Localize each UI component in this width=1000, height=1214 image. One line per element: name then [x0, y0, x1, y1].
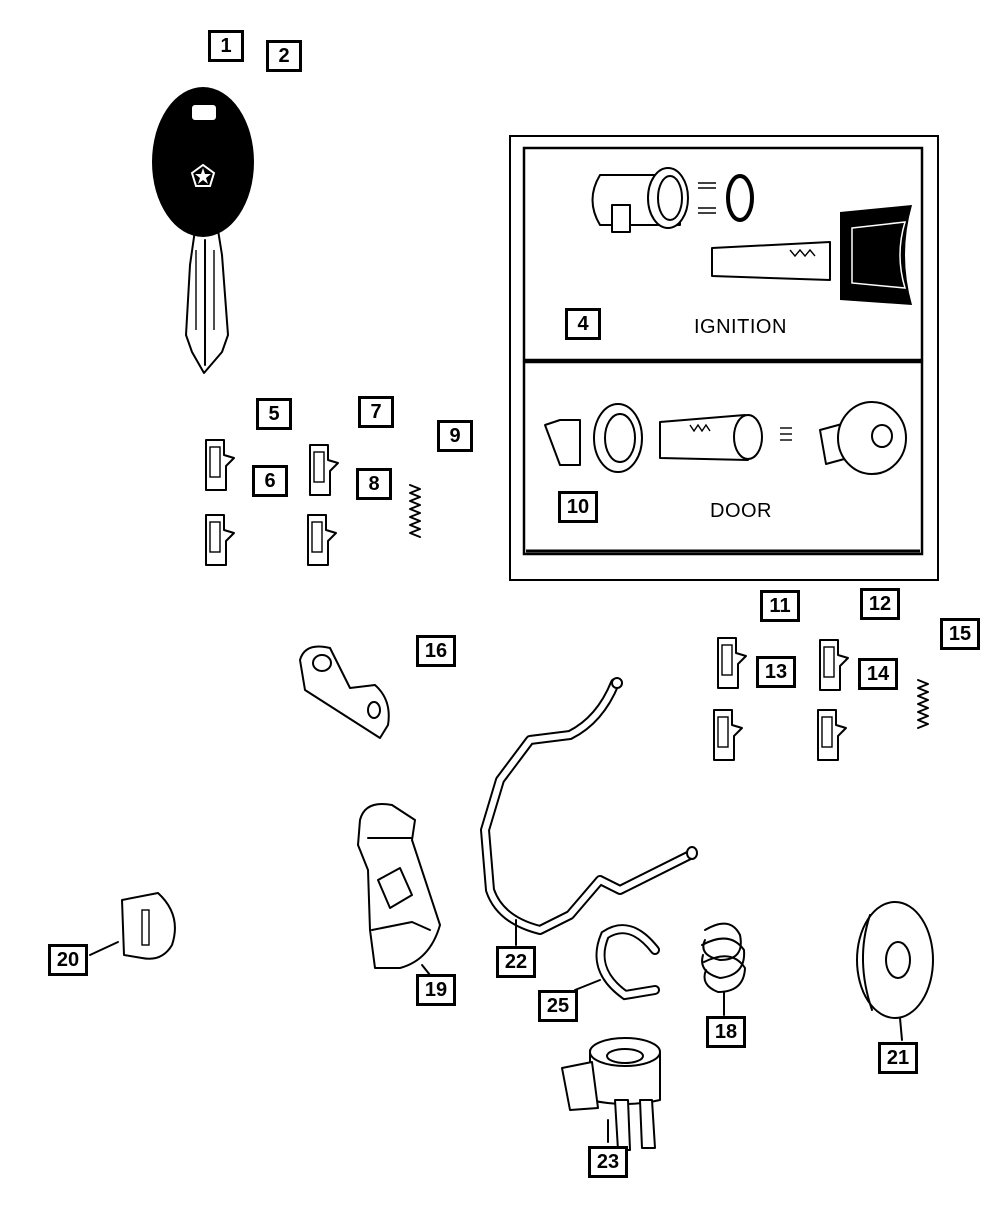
- retaining-clip-illustration: [574, 924, 660, 1001]
- callout-8: 8: [356, 468, 392, 500]
- ignition-cylinder-illustration: [591, 167, 912, 305]
- callout-19: 19: [416, 974, 456, 1006]
- callout-4: 4: [565, 308, 601, 340]
- housing-illustration: [357, 803, 441, 976]
- door-caption: DOOR: [710, 500, 772, 522]
- callout-21: 21: [878, 1042, 918, 1074]
- callout-20: 20: [48, 944, 88, 976]
- callout-22: 22: [496, 946, 536, 978]
- link-rod-illustration: [480, 677, 698, 946]
- spring-illustration: [701, 922, 746, 1016]
- callout-18: 18: [706, 1016, 746, 1048]
- callout-23: 23: [588, 1146, 628, 1178]
- door-cylinder-illustration: [544, 401, 907, 475]
- callout-13: 13: [756, 656, 796, 688]
- callout-16: 16: [416, 635, 456, 667]
- bezel-illustration: [856, 901, 934, 1041]
- door-panel: [522, 360, 924, 556]
- callout-6: 6: [252, 465, 288, 497]
- retainer-plate-illustration: [299, 645, 390, 739]
- callout-15: 15: [940, 618, 980, 650]
- callout-2: 2: [266, 40, 302, 72]
- ignition-caption: IGNITION: [694, 316, 787, 338]
- callout-25: 25: [538, 990, 578, 1022]
- callout-10: 10: [558, 491, 598, 523]
- callout-14: 14: [858, 658, 898, 690]
- end-cap-illustration: [89, 892, 176, 960]
- tumbler-set-right: [713, 637, 929, 761]
- tumbler-set-left: [205, 439, 421, 566]
- callout-12: 12: [860, 588, 900, 620]
- callout-7: 7: [358, 396, 394, 428]
- callout-5: 5: [256, 398, 292, 430]
- lock-set-frame: [509, 135, 939, 581]
- lock-housing-illustration: [561, 1037, 661, 1151]
- callout-1: 1: [208, 30, 244, 62]
- callout-9: 9: [437, 420, 473, 452]
- ignition-panel: [522, 146, 924, 362]
- callout-11: 11: [760, 590, 800, 622]
- key-illustration: [152, 87, 254, 374]
